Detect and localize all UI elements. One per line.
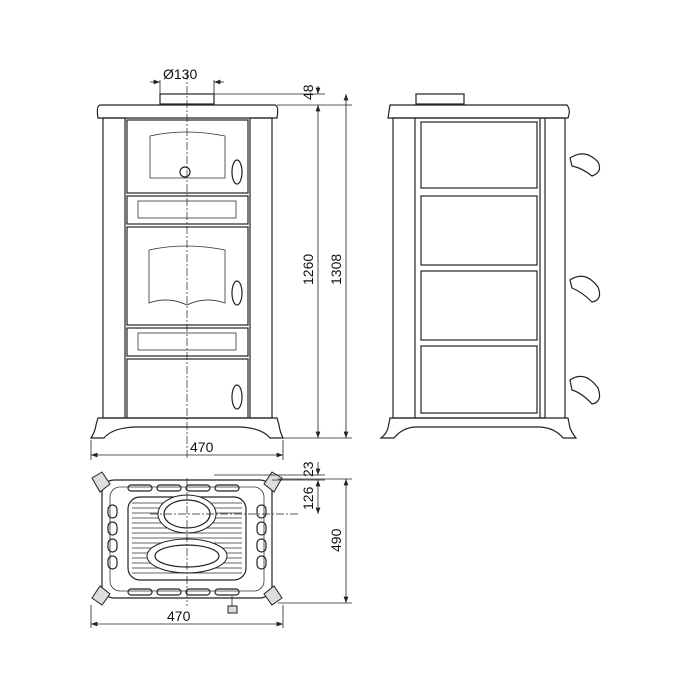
vent-slot [107, 538, 118, 553]
vent-slot [214, 484, 240, 492]
flue-diameter-label: Ø130 [163, 66, 197, 82]
vent-slot [214, 588, 240, 596]
side-body [392, 117, 546, 419]
top-width-label: 470 [167, 608, 191, 624]
top-plate [387, 104, 570, 119]
flue-height-label: 48 [300, 84, 316, 100]
front-view: Ø130 48 1260 1308 470 [89, 66, 352, 460]
top-plate [96, 104, 279, 119]
vent-slot [156, 588, 182, 596]
glass-window [149, 131, 226, 179]
vent-slot [256, 538, 267, 553]
drawer-panel-1 [126, 195, 249, 225]
vent-slot [107, 504, 118, 519]
side-handle [569, 153, 601, 177]
side-panel [420, 345, 538, 414]
vent-slot [107, 555, 118, 570]
oven-door-top [126, 119, 249, 194]
side-panel [420, 270, 538, 341]
depth-label: 490 [328, 528, 344, 552]
front-width-label: 470 [190, 439, 214, 455]
flue-offset-center-label: 126 [300, 486, 316, 510]
vent-slot [256, 521, 267, 536]
firebox-door [126, 226, 249, 326]
vent-slot [185, 588, 211, 596]
top-view: 23 126 490 470 [90, 461, 352, 628]
vent-slot [185, 484, 211, 492]
left-pillar [102, 117, 126, 419]
ash-door [126, 358, 249, 419]
side-handle [569, 375, 601, 405]
side-view [379, 93, 601, 439]
side-panel [420, 195, 538, 266]
base-feet [89, 417, 284, 439]
door-handle [231, 159, 243, 185]
vent-slots [107, 484, 267, 596]
body-height-label: 1260 [300, 254, 316, 285]
corner-foot [91, 471, 111, 493]
drawer-panel-2 [126, 327, 249, 357]
flue-pipe [415, 93, 465, 105]
flue-offset-edge-label: 23 [300, 461, 316, 477]
base-feet [379, 417, 578, 439]
corner-foot [263, 585, 283, 606]
vent-slot [156, 484, 182, 492]
corner-foot [263, 471, 283, 493]
vent-slot [127, 484, 153, 492]
door-handle [231, 384, 243, 410]
corner-foot [91, 585, 111, 606]
vent-slot [256, 504, 267, 519]
door-knob [227, 605, 238, 614]
vent-slot [107, 521, 118, 536]
side-handle [569, 275, 601, 303]
vent-slot [127, 588, 153, 596]
right-pillar [249, 117, 273, 419]
total-height-label: 1308 [328, 254, 344, 285]
vent-knob [179, 166, 191, 178]
drawer-panel-inset [137, 332, 237, 351]
door-handle [231, 280, 243, 306]
glass-window [148, 245, 226, 306]
side-panel [420, 121, 538, 189]
vent-slot [256, 555, 267, 570]
